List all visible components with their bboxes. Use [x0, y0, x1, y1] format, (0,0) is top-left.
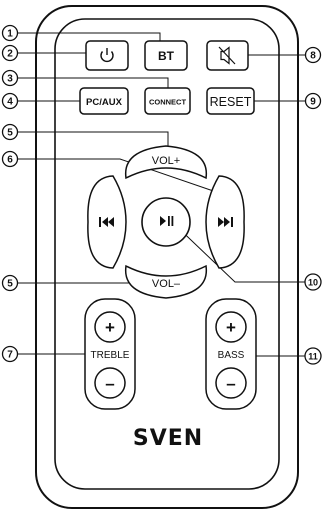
remote-body-inner: [54, 18, 280, 490]
callout-6: 6: [1, 150, 19, 168]
next-button[interactable]: [205, 175, 245, 269]
svg-text:9: 9: [310, 97, 316, 108]
leader-lines: [18, 32, 305, 357]
svg-text:1: 1: [7, 29, 13, 40]
play-pause-icon: [160, 216, 174, 226]
svg-text:–: –: [226, 374, 235, 393]
svg-text:8: 8: [310, 51, 316, 62]
callout-1: 1: [1, 24, 19, 42]
power-button[interactable]: [85, 40, 129, 71]
vol-minus-button[interactable]: VOL–: [124, 264, 208, 299]
svg-text:11: 11: [308, 352, 318, 362]
svg-text:VOL+: VOL+: [152, 155, 180, 167]
treble-control: + TREBLE –: [84, 298, 136, 410]
callout-9: 9: [304, 92, 322, 110]
previous-track-icon: [99, 217, 114, 227]
bass-control: + BASS –: [205, 298, 257, 410]
mute-button[interactable]: [206, 40, 249, 71]
treble-label: TREBLE: [91, 350, 130, 361]
svg-text:7: 7: [7, 350, 13, 361]
bass-plus-button[interactable]: +: [215, 311, 247, 343]
svg-text:3: 3: [7, 74, 13, 85]
pc-aux-button[interactable]: PC/AUX: [79, 87, 129, 115]
connect-button[interactable]: CONNECT: [144, 87, 191, 115]
treble-plus-button[interactable]: +: [94, 311, 126, 343]
callout-7: 7: [1, 345, 19, 363]
play-pause-button[interactable]: [141, 197, 191, 247]
next-track-icon: [218, 217, 233, 227]
svg-text:6: 6: [7, 155, 13, 166]
brand-logo: SVEN: [133, 426, 203, 451]
svg-text:CONNECT: CONNECT: [149, 98, 187, 107]
callout-10: 10: [304, 273, 322, 291]
callout-5-bottom: 5: [1, 274, 19, 292]
svg-text:10: 10: [308, 278, 318, 288]
bt-button[interactable]: BT: [144, 40, 188, 71]
prev-button[interactable]: [87, 175, 127, 269]
svg-text:BT: BT: [158, 49, 175, 63]
bass-minus-button[interactable]: –: [215, 367, 247, 399]
callout-5-top: 5: [1, 123, 19, 141]
svg-text:5: 5: [7, 128, 13, 139]
svg-text:+: +: [226, 318, 236, 337]
svg-text:–: –: [105, 374, 114, 393]
vol-plus-button[interactable]: VOL+: [124, 145, 208, 180]
callout-11: 11: [304, 347, 322, 365]
callout-3: 3: [1, 69, 19, 87]
svg-text:RESET: RESET: [210, 95, 252, 109]
svg-text:VOL–: VOL–: [152, 278, 181, 290]
svg-text:5: 5: [7, 279, 13, 290]
mute-icon: [218, 46, 236, 65]
bass-label: BASS: [218, 350, 245, 361]
reset-button[interactable]: RESET: [206, 87, 255, 115]
callout-4: 4: [1, 92, 19, 110]
svg-text:PC/AUX: PC/AUX: [86, 97, 123, 108]
svg-text:2: 2: [7, 49, 13, 60]
treble-minus-button[interactable]: –: [94, 367, 126, 399]
callout-2: 2: [1, 44, 19, 62]
power-icon: [100, 48, 114, 63]
callout-8: 8: [304, 46, 322, 64]
svg-text:+: +: [105, 318, 115, 337]
svg-text:4: 4: [7, 97, 13, 108]
